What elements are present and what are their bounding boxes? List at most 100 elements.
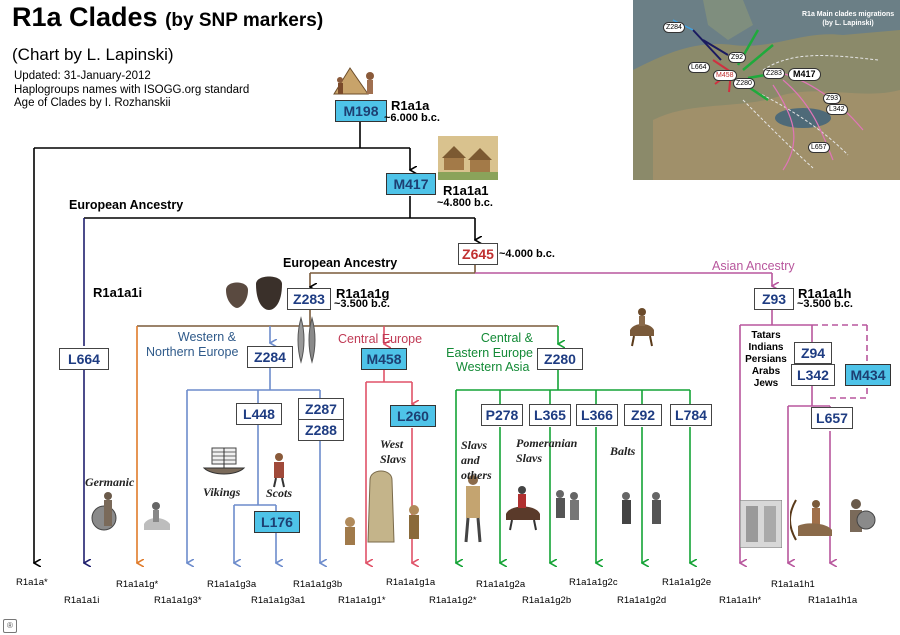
map-pin-l342: L342	[826, 104, 848, 115]
node-l784[interactable]: L784	[670, 404, 712, 426]
map-pin-z92: Z92	[728, 52, 747, 63]
map-pin-z280: Z280	[733, 78, 755, 89]
map-title: R1a Main clades migrations(by L. Lapinsk…	[802, 10, 894, 28]
age-z645: ~4.000 b.c.	[499, 248, 555, 260]
chart-info: Updated: 31-January-2012 Haplogroups nam…	[14, 70, 249, 111]
scots-warrior-illustration	[273, 453, 285, 488]
pop-scots: Scots	[266, 486, 293, 500]
node-l365[interactable]: L365	[529, 404, 571, 426]
chart-title-sub: (by SNP markers)	[165, 10, 324, 31]
age-r1a1a1: ~4.800 b.c.	[437, 197, 493, 209]
node-z645[interactable]: Z645	[458, 243, 498, 265]
viking-ship-illustration	[202, 447, 246, 475]
region-western-northern: Western &Northern Europe	[146, 330, 239, 359]
age-r1a1a1g: ~3.500 b.c.	[334, 298, 390, 310]
asian-warrior-illustration	[850, 499, 876, 532]
map-pin-z283: Z283	[763, 68, 785, 79]
leaf-r1a1a1i: R1a1a1i	[64, 595, 100, 606]
label-r1a1a1h: R1a1a1h	[798, 286, 852, 301]
region-central-eastern: Central &Eastern Europe	[446, 331, 533, 360]
node-z94[interactable]: Z94	[794, 342, 832, 364]
copyright-mark: ®	[3, 619, 17, 633]
chart-title: R1a Clades (by SNP markers)	[12, 2, 324, 32]
node-m434[interactable]: M434	[845, 364, 891, 386]
node-m458[interactable]: M458	[361, 348, 407, 370]
settlement-illustration	[438, 136, 498, 180]
age-r1a1a: ~6.000 b.c.	[384, 112, 440, 124]
map-pin-z284: Z284	[663, 22, 685, 33]
leaf-r1a1a1g2e: R1a1a1g2e	[662, 577, 712, 588]
region-european-ancestry-2: European Ancestry	[283, 256, 398, 270]
node-z93[interactable]: Z93	[754, 288, 794, 310]
node-z288[interactable]: Z288	[298, 419, 344, 441]
leaf-r1a1a1h-star: R1a1a1h*	[719, 595, 762, 606]
map-pin-m458: M458	[713, 70, 737, 81]
pop-balts: Balts	[610, 444, 636, 458]
leaf-r1a1a1g-star: R1a1a1g*	[116, 579, 159, 590]
map-title-line: R1a Main clades migrations(by L. Lapinsk…	[802, 11, 895, 27]
leaf-r1a1a1g3b: R1a1a1g3b	[293, 579, 343, 590]
node-l448[interactable]: L448	[236, 403, 282, 425]
node-l366[interactable]: L366	[576, 404, 618, 426]
node-z283[interactable]: Z283	[287, 288, 331, 310]
horse-rider-illustration	[630, 308, 654, 347]
region-western-asia: Western Asia	[456, 360, 530, 374]
chart-subtitle: (Chart by L. Lapinski)	[12, 45, 174, 64]
node-l664[interactable]: L664	[59, 348, 109, 370]
migration-map: Z284 Z92 L664 M458 Z280 Z283 M417 Z93 L3…	[633, 0, 900, 180]
ancestor-camp-illustration	[333, 67, 374, 95]
label-r1a1a1g: R1a1a1g	[336, 286, 390, 301]
horseman-illustration	[144, 502, 170, 530]
leaf-r1a1a1h1: R1a1a1h1	[771, 579, 815, 590]
leaf-r1a1a1g2d: R1a1a1g2d	[617, 595, 667, 606]
germanic-warrior-illustration	[91, 492, 117, 531]
leaf-r1a1a1g2b: R1a1a1g2b	[522, 595, 572, 606]
asian-archer-illustration	[790, 499, 832, 541]
pop-vikings: Vikings	[203, 485, 241, 499]
leaf-r1a1a1g2-star: R1a1a1g2*	[429, 595, 477, 606]
node-l176[interactable]: L176	[254, 511, 300, 533]
pottery-illustration	[226, 276, 282, 310]
node-z92[interactable]: Z92	[624, 404, 662, 426]
map-pin-l657: L657	[808, 142, 830, 153]
age-source-note: Age of Clades by I. Rozhanskii	[14, 97, 171, 109]
pomeranian-rider-illustration	[506, 486, 540, 531]
region-central-europe: Central Europe	[338, 332, 423, 346]
node-z280[interactable]: Z280	[537, 348, 583, 370]
leaf-r1a1a1g3a1: R1a1a1g3a1	[251, 595, 306, 606]
age-r1a1a1h: ~3.500 b.c.	[797, 298, 853, 310]
node-m417[interactable]: M417	[386, 173, 436, 195]
node-l260[interactable]: L260	[390, 405, 436, 427]
leaf-r1a1a1h1a: R1a1a1h1a	[808, 595, 858, 606]
region-asian-ancestry: Asian Ancestry	[712, 259, 795, 273]
stone-tools-illustration	[297, 316, 316, 364]
leaf-r1a1a1g2c: R1a1a1g2c	[569, 577, 618, 588]
map-pin-m417: M417	[788, 68, 821, 81]
label-r1a1a1i: R1a1a1i	[93, 285, 143, 300]
region-european-ancestry-1: European Ancestry	[69, 198, 184, 212]
leaf-r1a1a1g3-star: R1a1a1g3*	[154, 595, 202, 606]
map-pin-z93: Z93	[823, 93, 842, 104]
node-p278[interactable]: P278	[481, 404, 523, 426]
node-m198[interactable]: M198	[335, 100, 387, 122]
slavs-warrior-illustration	[464, 475, 482, 543]
node-z287[interactable]: Z287	[298, 398, 344, 420]
label-r1a1a1: R1a1a1	[443, 183, 489, 198]
label-r1a1a: R1a1a	[391, 98, 430, 113]
asian-monument-illustration	[740, 500, 782, 548]
node-l657[interactable]: L657	[811, 407, 853, 429]
updated-date: Updated: 31-January-2012	[14, 70, 151, 82]
isogg-note: Haplogroups names with ISOGG.org standar…	[14, 83, 250, 96]
pop-germanic: Germanic	[85, 475, 135, 489]
leaf-r1a1a1g1-star: R1a1a1g1*	[338, 595, 386, 606]
slav-warriors-illustration	[556, 490, 579, 520]
node-l342[interactable]: L342	[791, 364, 835, 386]
node-z284[interactable]: Z284	[247, 346, 293, 368]
leaf-r1a1a1g2a: R1a1a1g2a	[476, 579, 526, 590]
